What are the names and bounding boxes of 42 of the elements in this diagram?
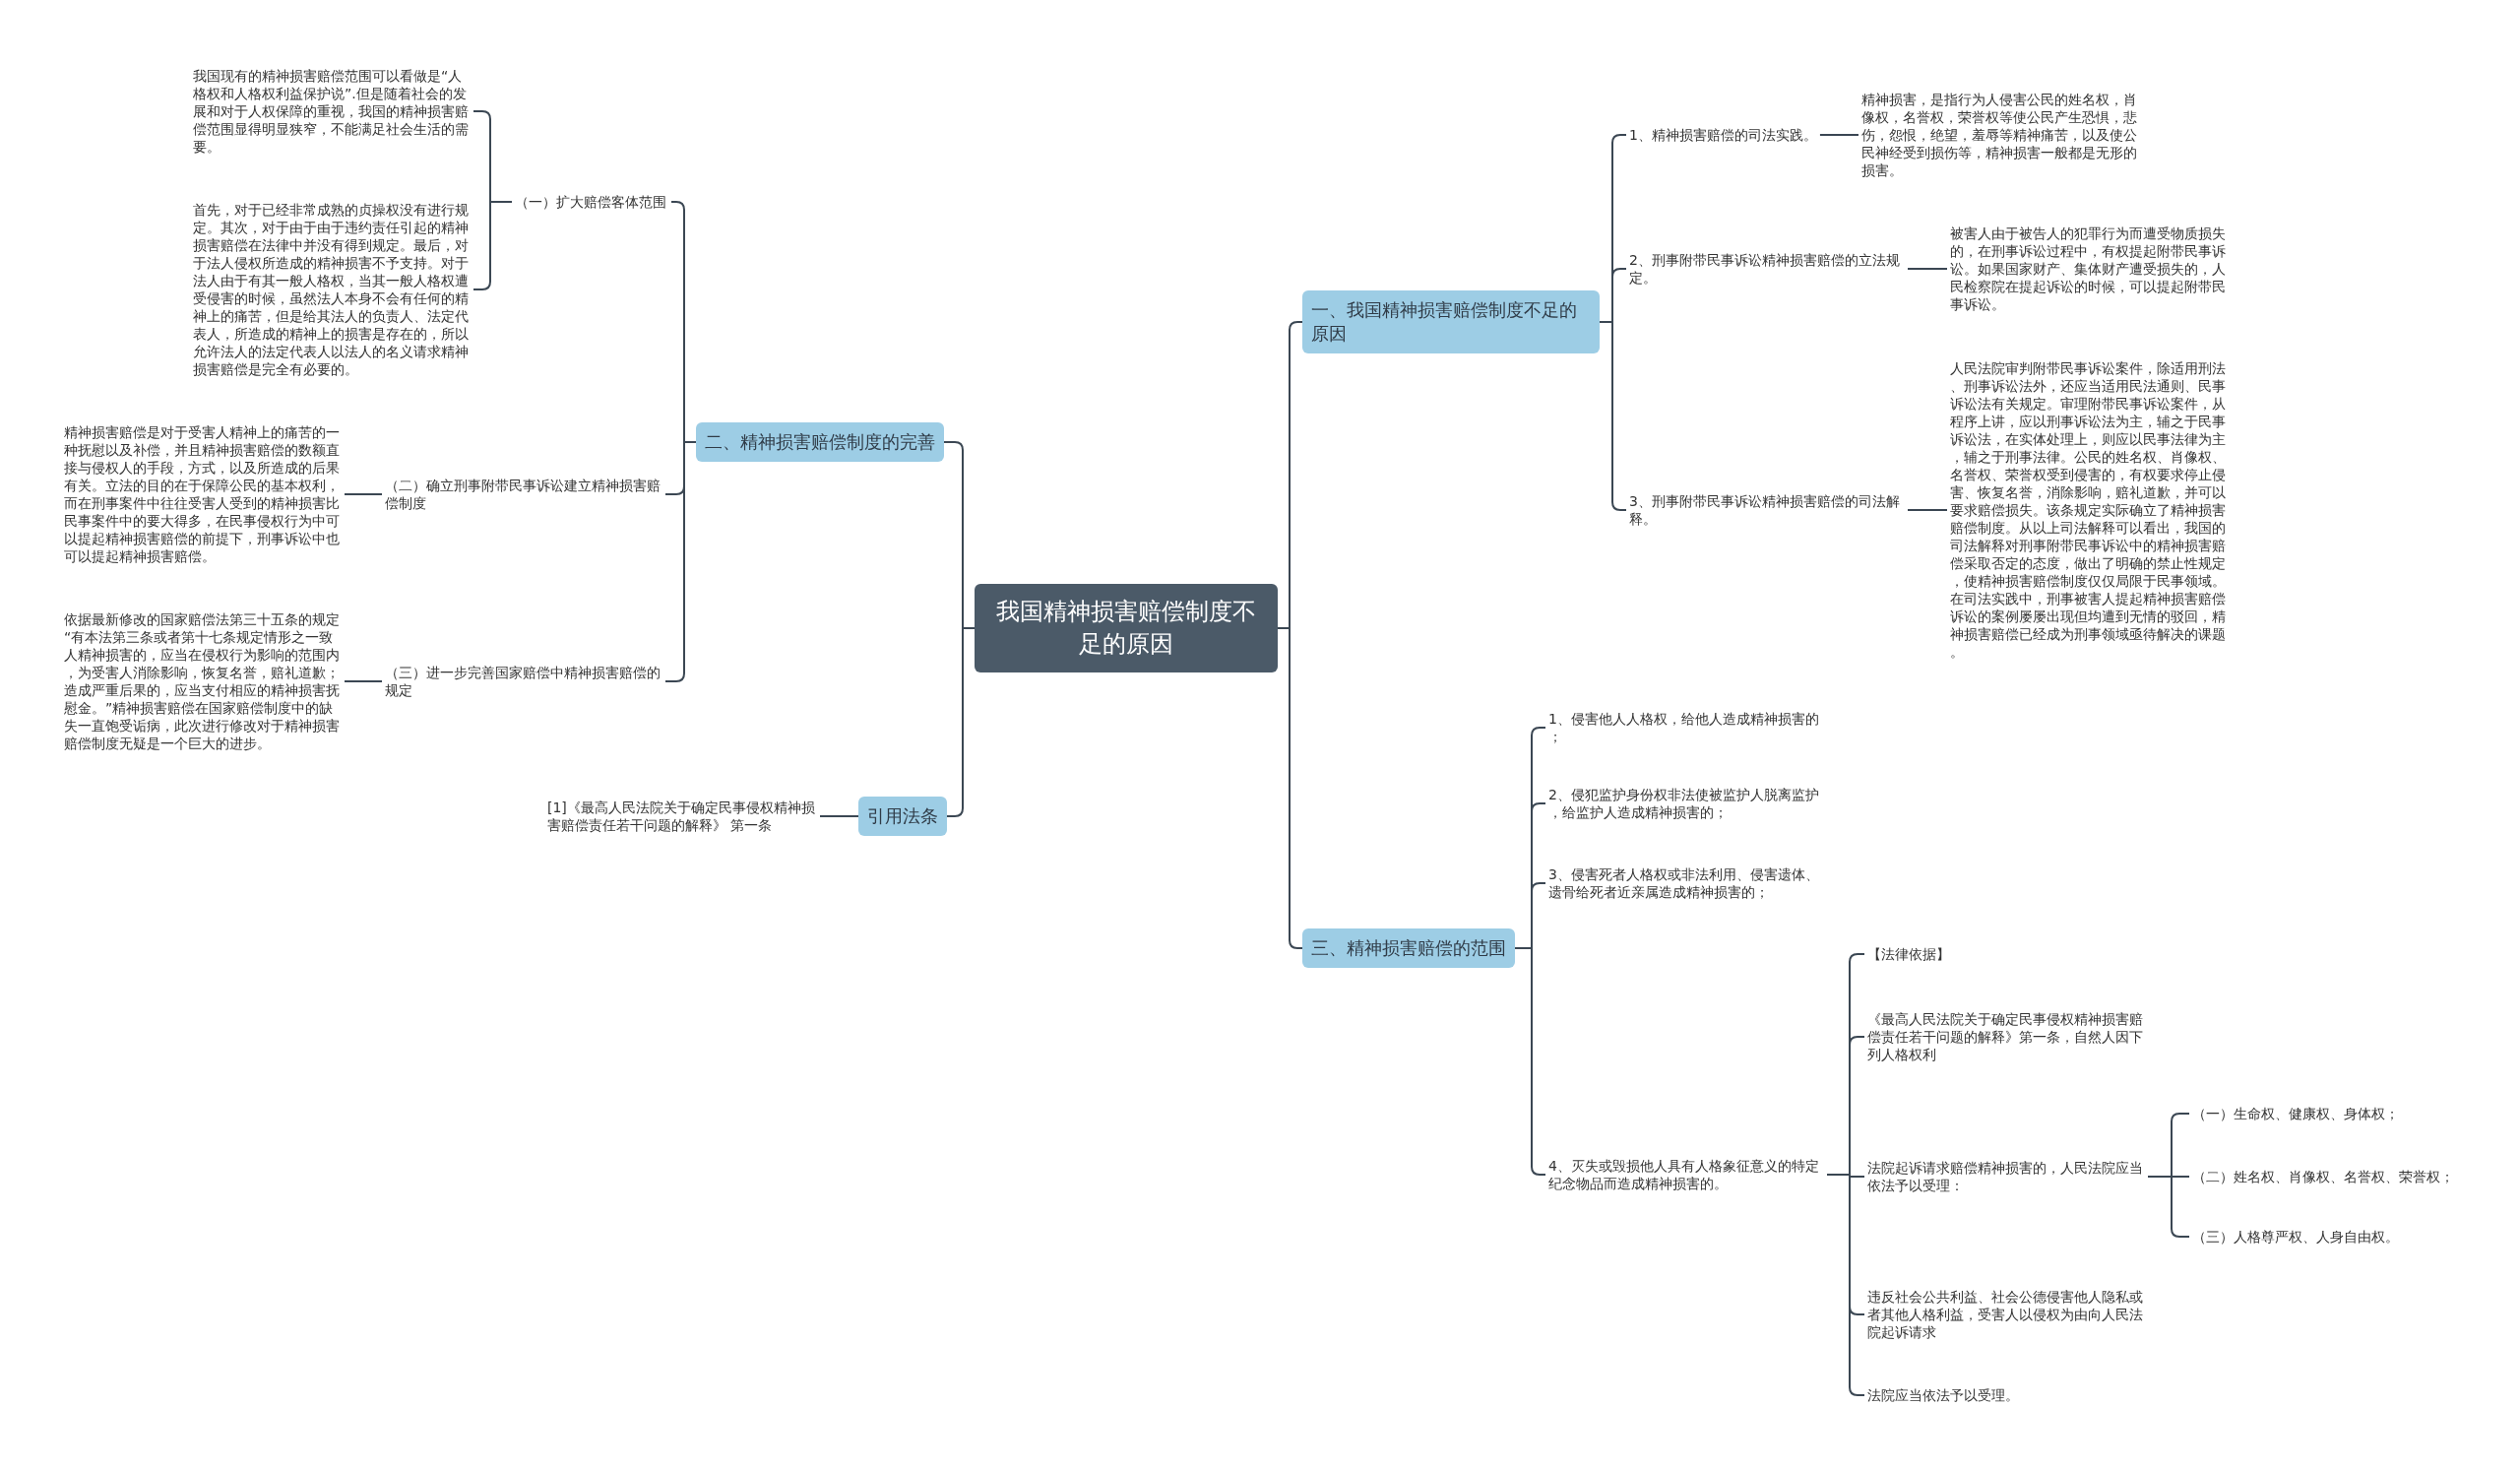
topic-text: [1]《最高人民法院关于确定民事侵权精神损害赔偿责任若干问题的解释》 第一条 — [544, 799, 820, 834]
branch-topic: 二、精神损害赔偿制度的完善 — [696, 422, 944, 462]
topic-text: 【法律依据】 — [1864, 945, 1953, 963]
topic-text: 1、精神损害赔偿的司法实践。 — [1626, 126, 1820, 144]
topic-text: 首先，对于已经非常成熟的贞操权没有进行规定。其次，对于由于由于违约责任引起的精神损害赔偿在法律中并没有得到规定。最后，对于法人侵权所造成的精神损害不予支持。对于法人由于有其一般人格权，当其一般人格权遭受侵害的时候，虽然法人本身不会有任何的精神上的痛苦，但是给其法人的负责人、法定代表人，所造成的精神上的损害是存在的，所以允许法人的法定代表人以法人的名义请求精神损害赔偿是完全有必要的。 — [190, 201, 473, 378]
connector-line — [1826, 953, 1865, 1396]
branch-topic: 引用法条 — [858, 797, 947, 836]
branch-topic: 一、我国精神损害赔偿制度不足的原因 — [1302, 290, 1600, 353]
topic-text: （二）姓名权、肖像权、名誉权、荣誉权； — [2189, 1168, 2457, 1185]
connector-line — [1907, 509, 1948, 511]
connector-line — [819, 815, 859, 817]
branch-topic: 三、精神损害赔偿的范围 — [1302, 928, 1515, 968]
connector-line — [344, 493, 383, 495]
topic-text: 3、刑事附带民事诉讼精神损害赔偿的司法解释。 — [1626, 492, 1908, 528]
topic-text: 《最高人民法院关于确定民事侵权精神损害赔偿责任若干问题的解释》第一条，自然人因下列人格权利 — [1864, 1010, 2148, 1063]
connector-line — [1599, 134, 1627, 511]
connector-line — [1514, 727, 1546, 1176]
topic-text: 法院起诉请求赔偿精神损害的，人民法院应当依法予以受理： — [1864, 1159, 2148, 1194]
topic-text: （一）扩大赔偿客体范围 — [512, 193, 671, 211]
topic-text: （三）进一步完善国家赔偿中精神损害赔偿的规定 — [382, 664, 665, 699]
topic-text: 被害人由于被告人的犯罪行为而遭受物质损失的，在刑事诉讼过程中，有权提起附带民事诉讼。如果国家财产、集体财产遭受损失的，人民检察院在提起诉讼的时候，可以提起附带民事诉讼。 — [1947, 224, 2231, 313]
topic-text: 1、侵害他人人格权，给他人造成精神损害的； — [1545, 710, 1827, 745]
topic-text: （一）生命权、健康权、身体权； — [2189, 1105, 2402, 1122]
topic-text: （二）确立刑事附带民事诉讼建立精神损害赔偿制度 — [382, 477, 665, 512]
topic-text: 违反社会公共利益、社会公德侵害他人隐私或者其他人格利益，受害人以侵权为由向人民法院起诉请求 — [1864, 1288, 2148, 1341]
topic-text: 法院应当依法予以受理。 — [1864, 1386, 2022, 1404]
topic-text: 2、侵犯监护身份权非法使被监护人脱离监护，给监护人造成精神损害的； — [1545, 786, 1827, 821]
central-topic: 我国精神损害赔偿制度不足的原因 — [975, 584, 1278, 672]
topic-text: 精神损害，是指行为人侵害公民的姓名权，肖像权，名誉权，荣誉权等使公民产生恐惧，悲伤，怨恨，绝望，羞辱等精神痛苦，以及使公民神经受到损伤等，精神损害一般都是无形的损害。 — [1858, 91, 2142, 179]
topic-text: 4、灭失或毁损他人具有人格象征意义的特定纪念物品而造成精神损害的。 — [1545, 1157, 1827, 1192]
connector-line — [344, 680, 383, 682]
topic-text: 2、刑事附带民事诉讼精神损害赔偿的立法规定。 — [1626, 251, 1908, 287]
topic-text: 我国现有的精神损害赔偿范围可以看做是“人格权和人格权利益保护说”.但是随着社会的发展和对于人权保障的重视，我国的精神损害赔偿范围显得明显狭窄，不能满足社会生活的需要。 — [190, 67, 473, 156]
topic-text: 依据最新修改的国家赔偿法第三十五条的规定“有本法第三条或者第十七条规定情形之一致人精神损害的，应当在侵权行为影响的范围内，为受害人消除影响，恢复名誉，赔礼道歉；造成严重后果的，应当支付相应的精神损害抚慰金。”精神损害赔偿在国家赔偿制度中的缺失一直饱受诟病，此次进行修改对于精神损害赔偿制度无疑是一个巨大的进步。 — [61, 610, 345, 752]
connector-line — [943, 441, 976, 817]
connector-line — [1277, 321, 1303, 949]
connector-line — [1907, 268, 1948, 270]
topic-text: 人民法院审判附带民事诉讼案件，除适用刑法、刑事诉讼法外，还应当适用民法通则、民事诉讼法有关规定。审理附带民事诉讼案件，从程序上讲，应以刑事诉讼法为主，辅之于民事诉讼法，在实体处理上，则应以民事法律为主，辅之于刑事法律。公民的姓名权、肖像权、名誉权、荣誉权受到侵害的，有权要求停止侵害、恢复名誉，消除影响，赔礼道歉，并可以要求赔偿损失。该条规定实际确立了精神损害赔偿制度。从以上司法解释可以看出，我国的司法解释对刑事附带民事诉讼中的精神损害赔偿采取否定的态度，做出了明确的禁止性规定，使精神损害赔偿制度仅仅局限于民事领域。在司法实践中，刑事被害人提起精神损害赔偿诉讼的案例屡屡出现但均遭到无情的驳回，精神损害赔偿已经成为刑事领域亟待解决的课题。 — [1947, 359, 2231, 661]
connector-line — [1818, 134, 1859, 136]
topic-text: 3、侵害死者人格权或非法利用、侵害遗体、遗骨给死者近亲属造成精神损害的； — [1545, 865, 1827, 901]
topic-text: 精神损害赔偿是对于受害人精神上的痛苦的一种抚慰以及补偿，并且精神损害赔偿的数额直接与侵权人的手段，方式，以及所造成的后果有关。立法的目的在于保障公民的基本权利，而在刑事案件中往往受害人受到的精神损害比民事案件中的要大得多，在民事侵权行为中可以提起精神损害赔偿的前提下，刑事诉讼中也可以提起精神损害赔偿。 — [61, 423, 345, 565]
topic-text: （三）人格尊严权、人身自由权。 — [2189, 1228, 2402, 1246]
